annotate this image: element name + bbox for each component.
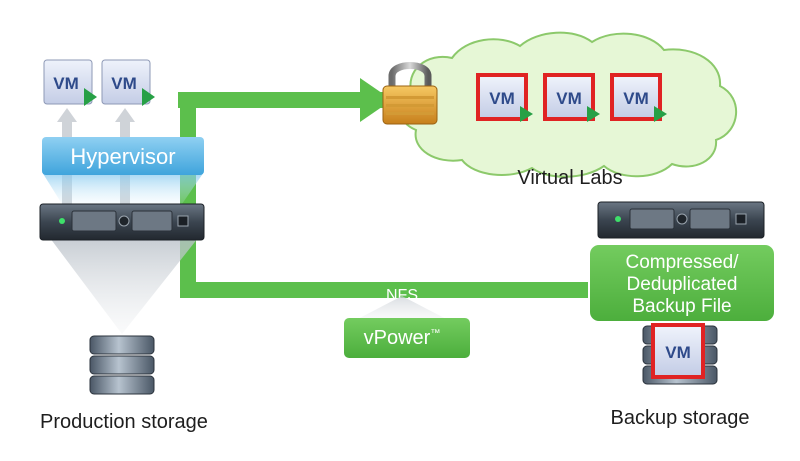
backup-storage-label: Backup storage [611, 407, 750, 429]
production-storage-label: Production storage [40, 411, 208, 433]
hypervisor-label: Hypervisor [70, 144, 175, 169]
backup-file-box: Compressed/ Deduplicated Backup File [588, 243, 776, 323]
vm-icon: VM [651, 323, 705, 379]
vm-label: VM [53, 74, 79, 93]
nfs-label: NFS [386, 287, 418, 304]
vm-label: VM [623, 89, 649, 108]
arrow-right-icon [360, 78, 392, 122]
play-icon [520, 106, 533, 122]
virtual-labs-label: Virtual Labs [517, 167, 622, 189]
backup-file-line-3: Backup File [632, 296, 731, 317]
vm-label: VM [556, 89, 582, 108]
vm-icon: VM [476, 73, 533, 122]
hypervisor-box: Hypervisor [42, 137, 204, 175]
backup-file-line-2: Deduplicated [627, 274, 738, 295]
vpower-box [344, 318, 470, 358]
production-side: Hypervisor VM VM Pr [39, 59, 208, 433]
play-icon [142, 88, 155, 106]
server-icon [39, 203, 205, 241]
vm-icon: VM [543, 73, 600, 122]
vm-label: VM [665, 343, 691, 362]
production-cone [50, 238, 198, 334]
nfs-vpower: NFS vPower™ [344, 287, 470, 358]
hypervisor-glow [42, 172, 204, 204]
vpower-cone [352, 296, 452, 322]
vm-icon: VM [43, 59, 97, 106]
play-icon [84, 88, 97, 106]
play-icon [587, 106, 600, 122]
storage-stack-icon [89, 335, 155, 395]
virtual-labs: VM VM VM Virtual Labs [382, 31, 737, 189]
play-icon [654, 106, 667, 122]
backup-side: Compressed/ Deduplicated Backup File VM … [588, 201, 776, 429]
vm-label: VM [489, 89, 515, 108]
server-icon [597, 201, 765, 239]
vpower-label: vPower™ [364, 327, 441, 349]
vm-icon: VM [610, 73, 667, 122]
vm-label: VM [111, 74, 137, 93]
lock-icon [382, 62, 438, 125]
vm-icon: VM [101, 59, 155, 106]
backup-file-line-1: Compressed/ [626, 252, 740, 273]
